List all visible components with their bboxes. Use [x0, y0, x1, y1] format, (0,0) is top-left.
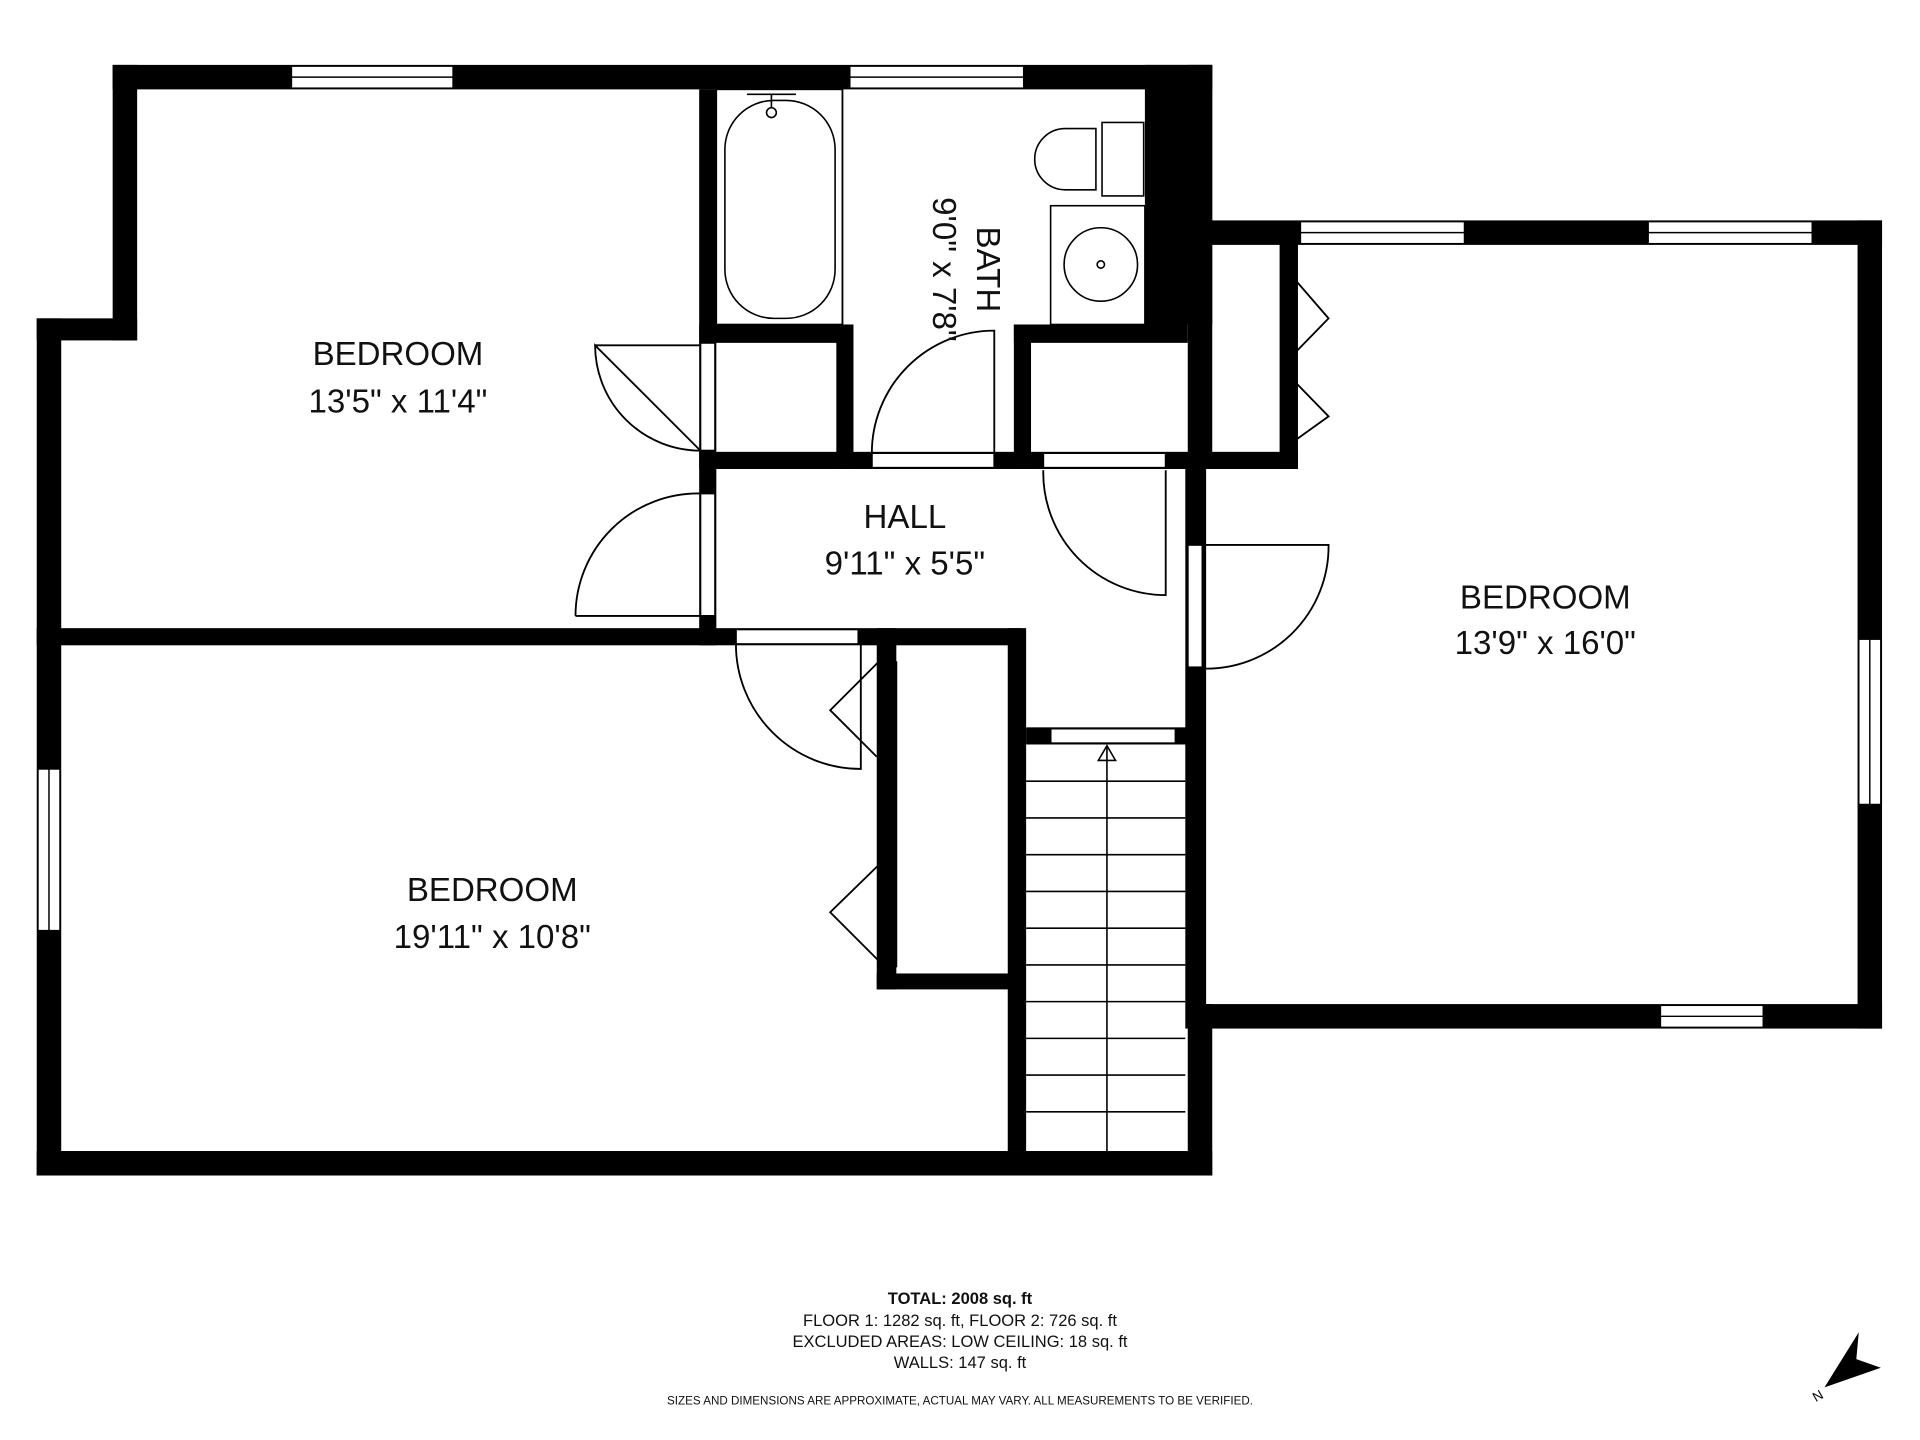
- room-name: BEDROOM: [407, 872, 578, 909]
- north-arrow-icon: N: [1810, 1332, 1881, 1405]
- room-size: 9'0" x 7'8": [925, 197, 962, 341]
- excluded-areas: EXCLUDED AREAS: LOW CEILING: 18 sq. ft: [792, 1332, 1127, 1351]
- room-size: 13'9" x 16'0": [1455, 625, 1636, 662]
- bathtub-icon: [724, 99, 836, 320]
- bath-fixtures: [715, 88, 1146, 326]
- room-name: BEDROOM: [1460, 580, 1631, 617]
- floor-areas: FLOOR 1: 1282 sq. ft, FLOOR 2: 726 sq. f…: [803, 1311, 1117, 1330]
- room-name: BATH: [969, 227, 1006, 313]
- stairs: [1026, 744, 1186, 1152]
- room-labels: BEDROOM 13'5" x 11'4" BATH 9'0" x 7'8" H…: [309, 197, 1636, 956]
- room-name: HALL: [864, 499, 947, 536]
- windows: [37, 65, 1882, 1029]
- toilet-icon: [1033, 127, 1097, 191]
- north-label: N: [1810, 1387, 1826, 1405]
- walls-area: WALLS: 147 sq. ft: [894, 1353, 1027, 1372]
- disclaimer: SIZES AND DIMENSIONS ARE APPROXIMATE, AC…: [667, 1394, 1253, 1407]
- room-size: 9'11" x 5'5": [825, 545, 985, 582]
- room-name: BEDROOM: [313, 336, 484, 373]
- room-size: 13'5" x 11'4": [309, 384, 488, 421]
- room-size: 19'11" x 10'8": [394, 919, 591, 956]
- doors: [574, 262, 1330, 968]
- summary: TOTAL: 2008 sq. ft FLOOR 1: 1282 sq. ft,…: [667, 1289, 1253, 1407]
- total-area: TOTAL: 2008 sq. ft: [888, 1289, 1033, 1308]
